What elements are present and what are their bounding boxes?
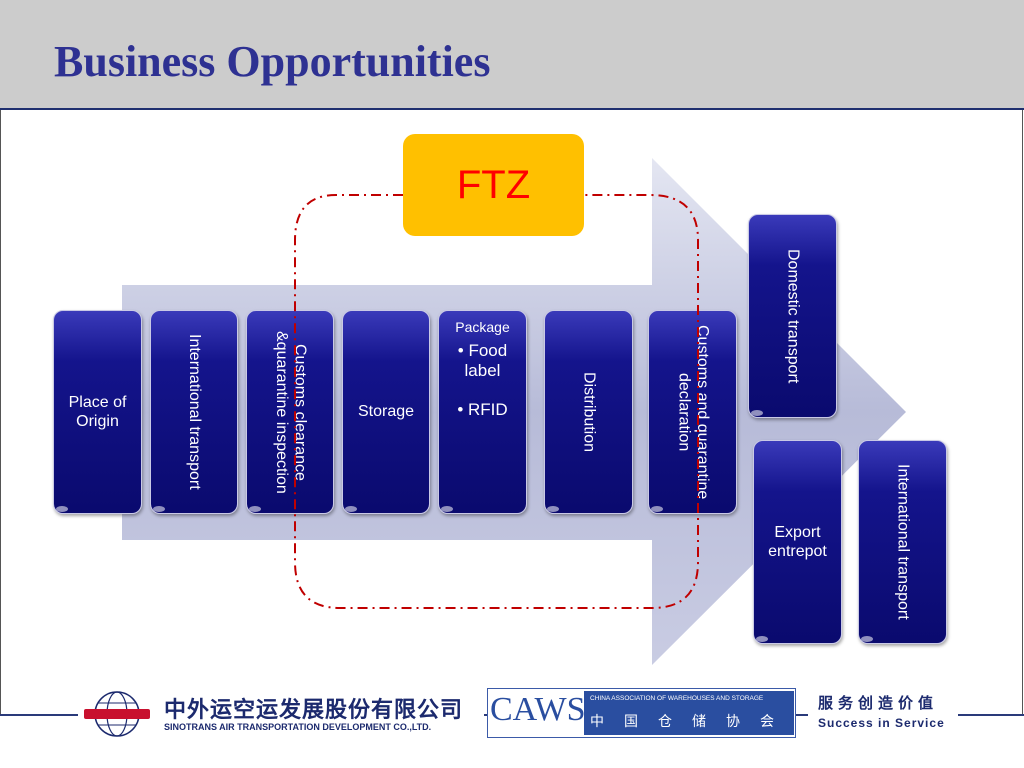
title-bar (0, 0, 1024, 110)
chain-label: International transport (186, 334, 204, 490)
branch-domestic-transport: Domestic transport (748, 214, 837, 418)
company-name-cn: 中外运空运发展股份有限公司 (164, 698, 464, 723)
caws-name-cn: 中国仓储协会 (590, 714, 794, 730)
caws-logo: CAWS CHINA ASSOCIATION OF WAREHOUSES AND… (487, 688, 796, 738)
ftz-label-box: FTZ (403, 134, 584, 236)
caws-banner: CHINA ASSOCIATION OF WAREHOUSES AND STOR… (584, 691, 794, 735)
chain-customs-clearance: Customs clearance &quarantine inspection (246, 310, 334, 514)
sinotrans-globe-logo-icon (84, 691, 150, 737)
package-bullet-rfid: • RFID (457, 399, 508, 419)
chain-place-of-origin: Place of Origin (53, 310, 142, 514)
chain-label: Place of Origin (68, 393, 127, 430)
frame-border-left (0, 110, 1, 716)
chain-distribution: Distribution (544, 310, 633, 514)
chain-label: Storage (357, 403, 415, 421)
branch-label: International transport (894, 464, 912, 620)
caws-logo-text: CAWS (490, 691, 586, 728)
branch-international-transport: International transport (858, 440, 947, 644)
ftz-label: FTZ (456, 162, 531, 207)
page-title: Business Opportunities (54, 37, 491, 86)
chain-package: Package • Food label • RFID (438, 310, 527, 514)
chain-storage: Storage (342, 310, 430, 514)
chain-customs-declaration: Customs and quarantine declaration (648, 310, 737, 514)
chain-label: Customs clearance &quarantine inspection (273, 330, 309, 494)
slogan-cn: 服务创造价值 (818, 694, 939, 712)
chain-international-transport: International transport (150, 310, 238, 514)
company-name-en: SINOTRANS AIR TRANSPORTATION DEVELOPMENT… (164, 722, 432, 732)
caws-name-en: CHINA ASSOCIATION OF WAREHOUSES AND STOR… (590, 695, 764, 702)
chain-label: Customs and quarantine declaration (675, 324, 711, 500)
sinotrans-logo: 中外运空运发展股份有限公司 SINOTRANS AIR TRANSPORTATI… (78, 686, 484, 742)
slogan-en: Success in Service (818, 716, 945, 730)
chain-label: Distribution (580, 371, 598, 453)
frame-border-right (1022, 110, 1023, 716)
package-bullet-food-label: • Food label (457, 341, 508, 381)
package-heading: Package (455, 319, 510, 335)
slogan: 服务创造价值 Success in Service (808, 690, 958, 734)
branch-label: Domestic transport (784, 248, 802, 384)
branch-export-entrepot: Export entrepot (753, 440, 842, 644)
branch-label: Export entrepot (768, 523, 827, 560)
